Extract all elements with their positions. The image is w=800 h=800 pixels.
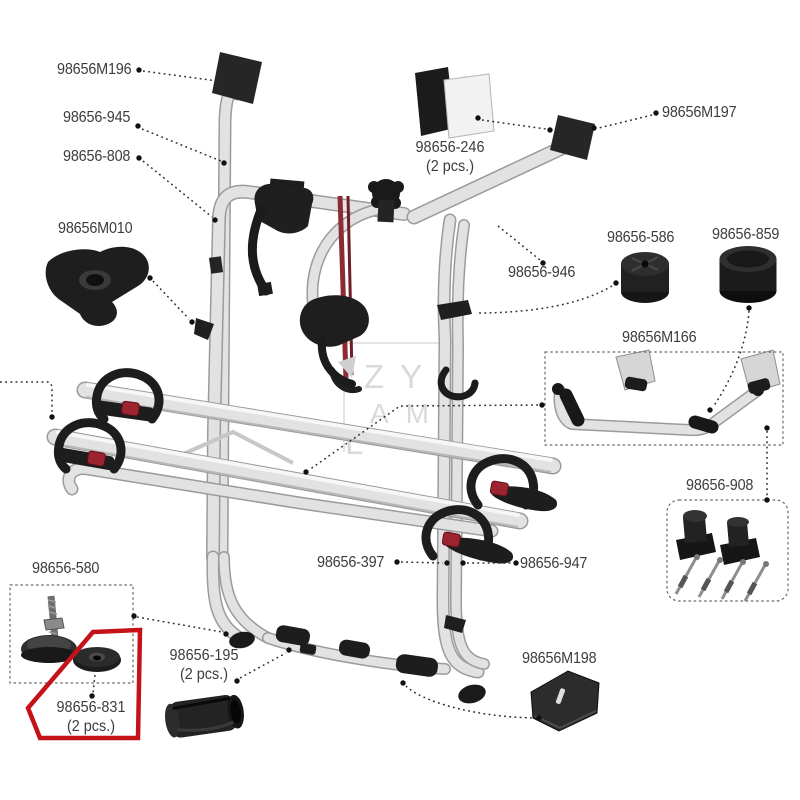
fastener-kit-908 — [674, 510, 769, 602]
label-98656m166: 98656M166 — [622, 329, 697, 346]
frame-clamp-knob — [368, 179, 404, 223]
dashed-box-580 — [9, 584, 134, 684]
watermark-row1: ZY — [364, 358, 439, 395]
frame-holder-clamp — [299, 295, 369, 388]
frame-clamp-with-strap — [247, 178, 314, 297]
label-98656-831: 98656-831 (2 pcs.) — [48, 698, 134, 736]
label-98656-246-number: 98656-246 — [415, 139, 485, 156]
label-98656m197: 98656M197 — [662, 104, 737, 121]
label-98656-831-number: 98656-831 — [56, 699, 126, 716]
label-98656-195-qty: (2 pcs.) — [179, 666, 229, 683]
label-98656-246: 98656-246 (2 pcs.) — [407, 138, 493, 176]
wheel-cap-red — [120, 400, 140, 417]
label-98656-195-number: 98656-195 — [169, 647, 239, 664]
label-98656-908: 98656-908 — [686, 477, 754, 494]
label-98656-397: 98656-397 — [317, 554, 385, 571]
leader-lines — [0, 67, 770, 721]
label-98656m196: 98656M196 — [57, 61, 132, 78]
rubber-sleeve-195 — [164, 694, 244, 738]
label-98656m010: 98656M010 — [58, 220, 133, 237]
leveling-foot-580 — [21, 595, 77, 663]
label-98656m198: 98656M198 — [522, 650, 597, 667]
washer-831 — [73, 647, 121, 672]
wheel-holders — [53, 368, 558, 564]
label-98656-808: 98656-808 — [63, 148, 131, 165]
label-98656-859: 98656-859 — [712, 226, 780, 243]
watermark-row2: AM — [370, 398, 446, 429]
label-98656-586: 98656-586 — [607, 229, 675, 246]
frame-tubes — [206, 85, 576, 679]
small-frame-fittings — [194, 256, 479, 633]
label-98656-580: 98656-580 — [32, 560, 100, 577]
bottom-feet-and-sleeves — [229, 625, 486, 704]
mount-pad-left — [212, 52, 262, 104]
knob-586 — [621, 252, 669, 303]
label-98656-246-qty: (2 pcs.) — [425, 158, 475, 175]
adhesive-pads-246 — [415, 67, 495, 139]
dashed-box-908 — [666, 499, 789, 602]
support-bar-m166 — [552, 349, 781, 437]
dashed-box-m166 — [544, 351, 784, 446]
mount-pad-right — [550, 115, 595, 160]
claw-m010 — [45, 246, 149, 326]
label-98656-945: 98656-945 — [63, 109, 131, 126]
label-98656-831-qty: (2 pcs.) — [66, 718, 116, 735]
label-98656-195: 98656-195 (2 pcs.) — [163, 646, 245, 684]
rivets — [674, 554, 769, 602]
bike-rails — [46, 381, 562, 538]
label-98656-947: 98656-947 — [520, 555, 588, 572]
highlight-outline-831 — [25, 627, 143, 741]
label-98656-946: 98656-946 — [508, 264, 576, 281]
bracket-m198 — [530, 670, 600, 732]
end-cap-859 — [719, 246, 777, 303]
